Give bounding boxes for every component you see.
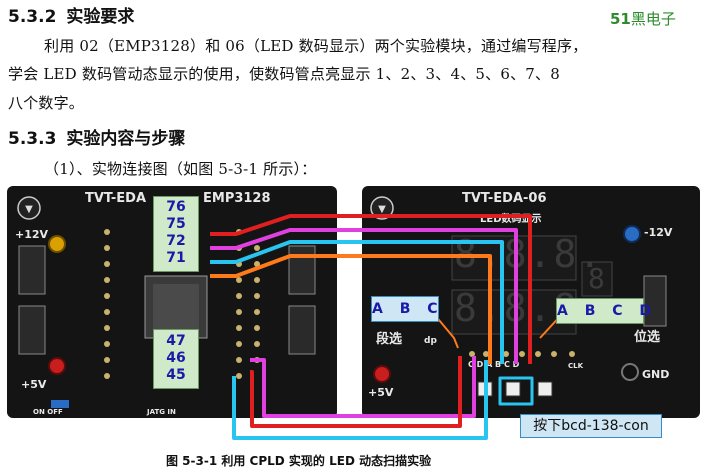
brand-number: 51 — [610, 10, 631, 28]
pin-label: 75 — [166, 216, 186, 232]
wire-magenta-bottom — [250, 356, 476, 418]
highlight-button-box — [498, 376, 534, 406]
left-plus5v-label: +5V — [21, 378, 47, 391]
section-number: 5.3.3 — [8, 129, 57, 149]
wire-cyan-bottom — [232, 360, 488, 440]
plus5v-jack-icon — [48, 357, 66, 375]
paragraph-line-3: 八个数字。 — [8, 94, 85, 112]
pin-label: 45 — [166, 367, 186, 383]
power-switch-icon — [51, 400, 69, 408]
tag-abc-segment: A B C — [371, 296, 439, 322]
right-board-title: TVT-EDA-06 — [462, 191, 547, 206]
header-connector-right-board — [643, 275, 667, 327]
right-minus12v-label: -12V — [644, 226, 673, 239]
press-button-note: 按下bcd-138-con — [520, 414, 662, 438]
tag-abcd-bit: A B C D — [556, 298, 651, 324]
jatg-in-label: JATG IN — [147, 408, 176, 416]
bit-select-label: 位选 — [634, 330, 661, 345]
left-board-title-tail: EMP3128 — [203, 191, 271, 206]
cpld-chip-die — [153, 284, 199, 330]
pin-label: 46 — [166, 350, 186, 366]
header-connector-right-2 — [288, 305, 316, 355]
dp-label: dp — [424, 336, 437, 346]
logo-mark-icon: ▼ — [25, 204, 33, 215]
plus5v-jack-icon — [373, 365, 391, 383]
right-plus5v-label: +5V — [368, 386, 394, 399]
section-title: 实验内容与步骤 — [66, 129, 186, 149]
wire-red-bottom — [250, 356, 462, 428]
minus12v-jack-icon — [623, 225, 641, 243]
gnd-jack-icon — [621, 363, 639, 381]
wire-orange — [210, 254, 492, 364]
pin-label: 71 — [166, 250, 186, 266]
push-button-2-icon — [505, 381, 521, 397]
pin-labels-bottom-box: 47 46 45 — [153, 329, 199, 389]
step-1-text: （1）、实物连接图（如图 5-3-1 所示）： — [44, 160, 317, 178]
pin-label: 47 — [166, 333, 186, 349]
paragraph-line-1: 利用 02（EMP3128）和 06（LED 数码显示）两个实验模块，通过编写程… — [44, 37, 588, 55]
brand-text: 黑电子 — [630, 10, 676, 28]
section-title: 实验要求 — [66, 7, 135, 27]
wiring-overlay — [210, 214, 565, 440]
pin-row-label: C D A B C D — [468, 360, 520, 369]
pin-label: 76 — [166, 199, 186, 215]
seven-seg-digit-small: 8 — [588, 262, 605, 295]
left-board-title: TVT-EDA — [85, 191, 147, 206]
left-board-art: ▼ — [17, 196, 316, 408]
connection-figure: ▼ — [0, 186, 707, 448]
right-gnd-label: GND — [642, 368, 670, 381]
terminal-posts-left-column — [104, 229, 110, 379]
wire-cyan-top — [210, 240, 504, 364]
header-connector-left-2 — [18, 305, 46, 355]
pin-label: 72 — [166, 233, 186, 249]
seven-seg-display-small — [581, 261, 613, 297]
section-heading-requirements: 5.3.2 实验要求 — [8, 2, 134, 27]
logo-icon — [370, 196, 394, 220]
segment-select-label: 段选 — [376, 332, 403, 347]
logo-mark-icon: ▼ — [378, 204, 386, 215]
push-button-3-icon — [537, 381, 553, 397]
terminal-posts-row — [469, 351, 575, 357]
brand-watermark: 51黑电子 — [610, 8, 676, 29]
pin-labels-top-box: 76 75 72 71 — [153, 196, 199, 272]
wire-red — [210, 214, 532, 364]
left-plus12v-label: +12V — [15, 228, 49, 241]
right-board-subtitle: LED数码显示 — [480, 214, 542, 225]
wire-magenta-top — [210, 228, 518, 364]
clk-label: CLK — [568, 362, 584, 370]
pointer-abc — [433, 313, 459, 349]
plus12v-jack-icon — [48, 235, 66, 253]
section-number: 5.3.2 — [8, 7, 57, 27]
logo-icon — [17, 196, 41, 220]
section-heading-steps: 5.3.3 实验内容与步骤 — [8, 124, 185, 149]
figure-caption: 图 5-3-1 利用 CPLD 实现的 LED 动态扫描实验 — [166, 454, 432, 468]
header-connector-left-1 — [18, 245, 46, 295]
paragraph-line-2: 学会 LED 数码管动态显示的使用，使数码管点亮显示 1、2、3、4、5、6、7… — [8, 65, 560, 83]
switch-on-off-label: ON OFF — [33, 408, 63, 416]
